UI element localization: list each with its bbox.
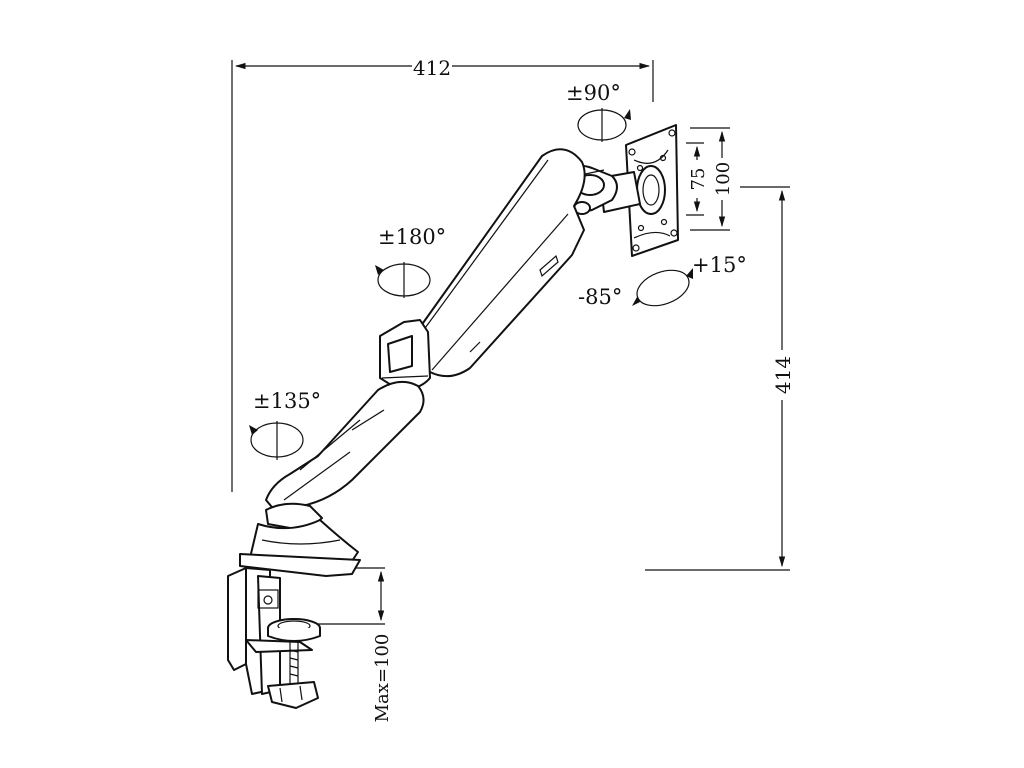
clamp-screw	[267, 618, 321, 709]
base-rotation-label: ±135°	[253, 389, 321, 413]
height-dimension: 414	[645, 186, 795, 571]
clamp-max-label: Max=100	[372, 634, 393, 723]
vesa-100-label: 100	[713, 162, 734, 196]
tilt-down-label: -85°	[578, 285, 622, 309]
base-rotation: ±135°	[249, 389, 321, 460]
head-swivel-label: ±90°	[566, 81, 621, 105]
width-label: 412	[413, 56, 451, 80]
vesa-plate	[625, 124, 679, 257]
vesa-dimensions: 75 100	[686, 127, 734, 231]
head-swivel-rotation: ±90°	[566, 81, 631, 142]
elbow-joint	[379, 319, 431, 390]
base-cap	[249, 502, 359, 565]
lower-arm	[265, 380, 425, 513]
tilt-up-label: +15°	[692, 253, 747, 277]
tilt-arrow-icon	[636, 269, 690, 307]
height-label: 414	[771, 356, 795, 394]
upper-arm	[415, 148, 586, 378]
width-dimension: 412	[231, 56, 654, 492]
vesa-75-label: 75	[688, 168, 709, 191]
arm-rotation-label: ±180°	[378, 225, 446, 249]
tilt-rotation: +15° -85°	[578, 253, 747, 309]
arm-rotation: ±180°	[375, 225, 446, 298]
